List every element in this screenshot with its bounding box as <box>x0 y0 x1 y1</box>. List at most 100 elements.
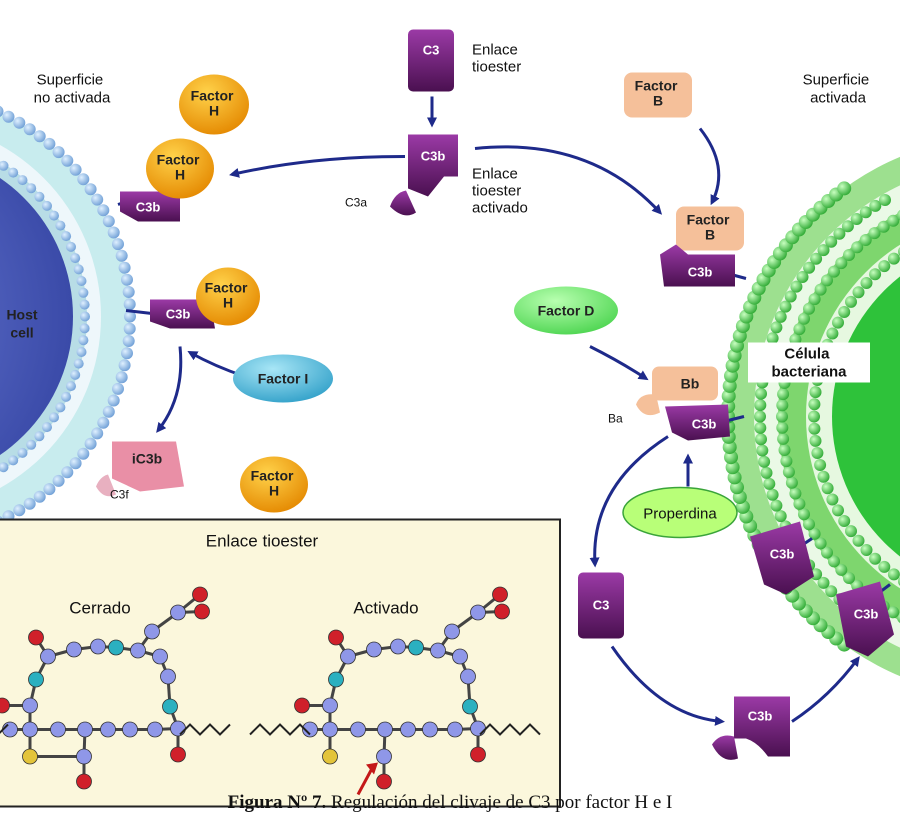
membrane-bead <box>121 273 133 286</box>
membrane-bead <box>70 369 81 380</box>
atom <box>340 648 356 665</box>
chain-tail <box>179 723 231 736</box>
c3f-fragment <box>96 474 116 497</box>
membrane-bead <box>803 261 816 274</box>
membrane-bead <box>55 220 66 231</box>
host-cell-label-line: Host <box>6 307 37 323</box>
ic3b: iC3b <box>112 441 184 492</box>
membrane-bead <box>763 477 776 490</box>
membrane-bead <box>77 447 90 460</box>
membrane-bead <box>8 167 19 178</box>
properdina-label: Properdina <box>643 506 717 523</box>
atom <box>377 721 393 738</box>
atom <box>322 697 338 714</box>
atom <box>147 721 163 738</box>
membrane-bead <box>0 462 9 473</box>
atom <box>108 639 124 656</box>
bb-shape <box>652 366 718 401</box>
membrane-bead <box>97 204 110 217</box>
atom <box>170 604 186 621</box>
c3b-bacteria-3: C3b <box>750 521 814 595</box>
membrane-bead <box>756 444 769 457</box>
c3-top-label: C3 <box>423 43 440 58</box>
membrane-bead <box>808 398 821 411</box>
membrane-bead <box>758 455 771 468</box>
atom <box>494 603 510 620</box>
membrane-bead <box>821 546 833 559</box>
membrane-bead <box>69 163 82 176</box>
factor-d: Factor D <box>514 286 618 335</box>
membrane-bead <box>123 322 136 335</box>
host-nucleus <box>0 177 73 456</box>
membrane-bead <box>814 537 827 550</box>
membrane-bead <box>49 210 59 221</box>
atom <box>422 721 438 738</box>
membrane-bead <box>766 488 779 501</box>
factor-h-label-3: Factor H <box>205 280 252 311</box>
atom <box>460 668 476 685</box>
atom <box>444 623 460 640</box>
atom <box>40 648 56 665</box>
membrane-bead <box>789 487 802 500</box>
membrane-bead <box>770 499 783 512</box>
membrane-bead <box>102 405 115 418</box>
membrane-bead <box>33 490 46 503</box>
membrane-bead <box>869 552 882 565</box>
host-cell-label-line: cell <box>10 325 33 341</box>
c3b-activated-shape <box>408 134 458 197</box>
atom <box>390 638 406 655</box>
cleavage-arrow <box>356 767 374 796</box>
c3b-bottom: C3b <box>712 696 790 760</box>
c3b-bacteria-2-label: C3b <box>692 417 717 432</box>
membrane-bead <box>0 105 4 117</box>
membrane-bead <box>776 410 788 423</box>
membrane-bead <box>107 226 120 239</box>
membrane-bead <box>810 252 823 265</box>
c3a-bottom-fragment <box>712 735 738 760</box>
atom <box>470 604 486 621</box>
membrane-bead <box>23 497 36 510</box>
arrow-c3b-to-bacteria <box>474 145 663 215</box>
atom <box>366 641 382 658</box>
membrane-bead <box>755 433 767 446</box>
membrane-bead <box>838 306 851 318</box>
membrane-bead <box>721 389 736 404</box>
factor-b-label-2: Factor B <box>687 212 734 243</box>
arrow-c3b-to-factor-h <box>229 155 406 178</box>
c3f-label: C3f <box>110 488 129 502</box>
membrane-bead <box>52 474 65 487</box>
factor-i-label: Factor I <box>258 371 309 387</box>
membrane-bead <box>780 455 793 468</box>
atom <box>130 642 146 659</box>
atom <box>470 746 486 763</box>
atom <box>408 639 424 656</box>
membrane-bead <box>796 271 809 283</box>
membrane-bead <box>784 290 797 303</box>
superficie-no-activada-label: Superficie no activada <box>34 72 111 107</box>
membrane-bead <box>817 244 830 257</box>
factor-b-free: Factor B <box>624 72 692 118</box>
membrane-bead <box>112 382 124 395</box>
c3b-factor-h-complex-2: C3b Factor H <box>150 267 260 329</box>
membrane-bead <box>879 194 891 206</box>
membrane-bead <box>8 455 19 466</box>
c3b-bacteria-2 <box>665 404 730 441</box>
arrow-factor-d <box>589 345 649 381</box>
atom <box>152 648 168 665</box>
membrane-bead <box>852 534 865 547</box>
membrane-bead <box>821 274 833 287</box>
membrane-bead <box>778 444 791 456</box>
membrane-bead <box>777 388 790 401</box>
atom <box>376 748 392 765</box>
atom <box>430 642 446 659</box>
membrane-bead <box>776 399 789 412</box>
membrane-bead <box>809 434 822 447</box>
membrane-bead <box>115 249 128 262</box>
factor-i-ball <box>233 354 333 403</box>
arrow-c3-to-c3b-bottom <box>610 645 725 726</box>
bb-label: Bb <box>681 376 700 392</box>
inset-activado-label: Activado <box>353 599 418 618</box>
inset-title: Enlace tioester <box>206 532 319 551</box>
membrane-bead <box>859 206 872 219</box>
c3a-fragment <box>390 190 416 216</box>
